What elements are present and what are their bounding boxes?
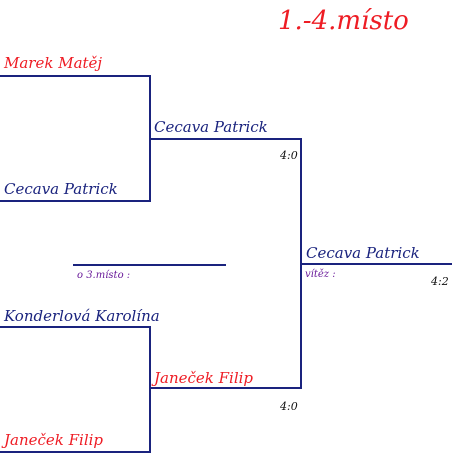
winner-label: vítěz : — [305, 269, 336, 280]
r2-player-1: Cecava Patrick — [154, 118, 268, 136]
r1-player-1: Marek Matěj — [4, 54, 103, 72]
r2-score-2: 4:0 — [280, 400, 298, 413]
final-player: Cecava Patrick — [306, 244, 420, 262]
bracket-title: 1.-4.místo — [278, 6, 409, 36]
r2-player-2: Janeček Filip — [154, 369, 254, 387]
r2-score-1: 4:0 — [280, 149, 298, 162]
third-place-label: o 3.místo : — [77, 270, 131, 281]
r1-player-2: Cecava Patrick — [4, 180, 118, 198]
final-score: 4:2 — [431, 275, 449, 288]
r1-player-4: Janeček Filip — [4, 431, 104, 449]
r1-player-3: Konderlová Karolína — [4, 307, 160, 325]
